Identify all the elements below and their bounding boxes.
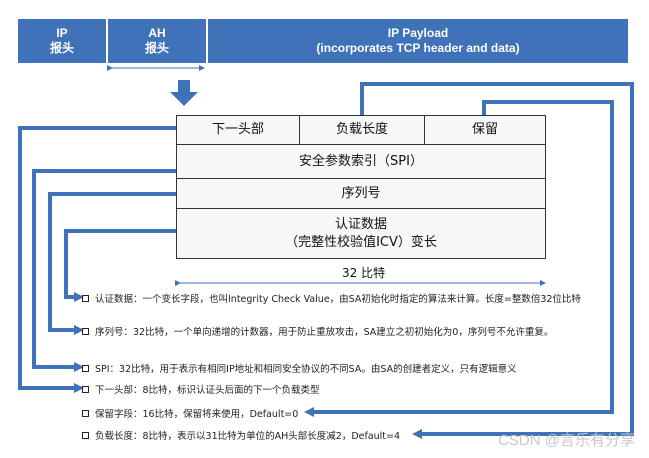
spi-label: 安全参数索引（SPI） [299, 153, 423, 169]
payload-header-line1: IP Payload [387, 26, 449, 40]
note-text: 保留字段：16比特，保留将来使用，Default=0 [95, 409, 299, 420]
ah-header-block: AH 报头 [108, 19, 206, 63]
ip-header-line1: IP [56, 26, 68, 40]
note-next-header: 下一头部：8比特，标识认证头后面的下一个负载类型 [82, 382, 320, 396]
payload-header-line2: (incorporates TCP header and data) [316, 41, 520, 55]
note-reserved: 保留字段：16比特，保留将来使用，Default=0 [82, 406, 298, 420]
note-sequence: 序列号：32比特，一个单向递增的计数器，用于防止重放攻击，SA建立之初初始化为0… [82, 324, 553, 338]
bullet-square-icon [82, 409, 89, 417]
payload-length-label: 负载长度 [335, 122, 388, 137]
sequence-label: 序列号 [341, 185, 381, 201]
next-header-label: 下一头部 [211, 122, 264, 137]
bullet-square-icon [82, 327, 89, 335]
bullet-square-icon [82, 294, 89, 302]
note-text: SPI：32比特，用于表示有相同IP地址和相同安全协议的不同SA。由SA的创建者… [95, 364, 517, 375]
payload-length-cell: 负载长度 [299, 115, 425, 145]
note-spi: SPI：32比特，用于表示有相同IP地址和相同安全协议的不同SA。由SA的创建者… [82, 361, 517, 375]
note-text: 下一头部：8比特，标识认证头后面的下一个负载类型 [95, 385, 320, 396]
note-text: 序列号：32比特，一个单向递增的计数器，用于防止重放攻击，SA建立之初初始化为0… [95, 327, 554, 338]
sequence-cell: 序列号 [176, 178, 546, 209]
note-auth-data: 认证数据：一个变长字段，也叫Integrity Check Value，由SA初… [82, 291, 581, 305]
payload-header-block: IP Payload (incorporates TCP header and … [208, 19, 628, 63]
ah-header-line2: 报头 [144, 41, 169, 55]
ip-header-line2: 报头 [49, 41, 74, 55]
width-label: 32 比特 [342, 266, 386, 280]
reserved-label: 保留 [471, 122, 498, 137]
bullet-square-icon [82, 364, 89, 372]
spi-cell: 安全参数索引（SPI） [176, 144, 546, 179]
auth-data-label-line1: 认证数据 [334, 216, 387, 232]
next-header-cell: 下一头部 [176, 115, 300, 145]
note-text: 负载长度：8比特，表示以31比特为单位的AH头部长度减2，Default=4 [95, 431, 401, 442]
bullet-square-icon [82, 431, 89, 439]
ah-header-line1: AH [148, 26, 166, 40]
auth-data-label-line2: （完整性校验值ICV）变长 [285, 234, 437, 250]
bullet-square-icon [82, 385, 89, 393]
watermark: CSDN @言乐有分享 [498, 432, 635, 449]
reserved-cell: 保留 [424, 115, 546, 145]
note-text: 认证数据：一个变长字段，也叫Integrity Check Value，由SA初… [95, 294, 581, 305]
ip-header-block: IP 报头 [18, 19, 106, 63]
note-payload-length: 负载长度：8比特，表示以31比特为单位的AH头部长度减2，Default=4 [82, 428, 400, 442]
auth-data-cell: 认证数据 （完整性校验值ICV）变长 [176, 208, 546, 259]
